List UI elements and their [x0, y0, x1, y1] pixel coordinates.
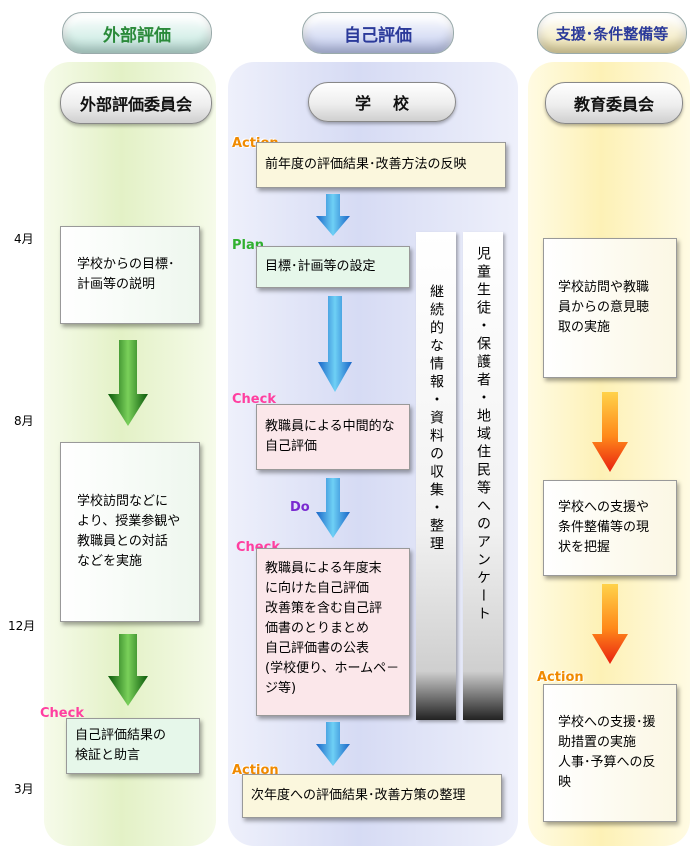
- external-box-verification-text: 自己評価結果の 検証と助言: [75, 728, 167, 763]
- org-school: 学校: [308, 82, 456, 122]
- vertical-panel-data-collection: [416, 232, 456, 720]
- header-support: 支援･条件整備等: [537, 12, 687, 54]
- month-august: 8月: [14, 414, 34, 428]
- blue-down-arrow: [316, 478, 350, 538]
- school-step-set-goals: 目標･計画等の設定: [256, 246, 410, 288]
- school-step-midterm-evaluation-text: 教職員による中間的な 自己評価: [265, 419, 395, 454]
- tag-check: Check: [232, 392, 276, 407]
- header-external-evaluation: 外部評価: [62, 12, 212, 54]
- board-box-assess-status-text: 学校への支援や 条件整備等の現 状を把握: [558, 500, 650, 555]
- green-down-arrow: [108, 634, 148, 706]
- board-box-assess-status: 学校への支援や 条件整備等の現 状を把握: [543, 480, 677, 576]
- month-december: 12月: [8, 619, 36, 633]
- tag-do: Do: [290, 500, 310, 515]
- external-box-verification: 自己評価結果の 検証と助言: [66, 718, 200, 774]
- vertical-text-survey: 児童生徒・保護者・地域住民等へのアンケート: [475, 246, 491, 624]
- school-step-midterm-evaluation: 教職員による中間的な 自己評価: [256, 404, 410, 470]
- blue-down-arrow: [318, 296, 352, 392]
- board-box-support-measures: 学校への支援･援 助措置の実施 人事･予算への反 映: [543, 684, 677, 822]
- org-external-committee: 外部評価委員会: [60, 82, 212, 124]
- vertical-text-data-collection: 継続的な情報・資料の収集・整理: [428, 284, 444, 554]
- orange-down-arrow: [592, 392, 628, 472]
- header-self-evaluation: 自己評価: [302, 12, 454, 54]
- tag-check: Check: [40, 706, 84, 721]
- school-step-organize-next-year: 次年度への評価結果･改善方策の整理: [242, 774, 502, 818]
- vertical-panel-survey: [463, 232, 503, 720]
- tag-action: Action: [537, 670, 584, 685]
- school-step-yearend-evaluation-text: 教職員による年度末 に向けた自己評価 改善策を含む自己評 価書のとりまとめ 自己…: [265, 561, 400, 696]
- external-box-explanation-text: 学校からの目標･ 計画等の説明: [77, 257, 175, 292]
- external-box-school-visit: 学校訪問などに より、授業参観や 教職員との対話 などを実施: [60, 442, 200, 622]
- blue-down-arrow: [316, 722, 350, 766]
- month-march: 3月: [14, 782, 34, 796]
- school-step-yearend-evaluation: 教職員による年度末 に向けた自己評価 改善策を含む自己評 価書のとりまとめ 自己…: [256, 548, 410, 716]
- external-box-explanation: 学校からの目標･ 計画等の説明: [60, 226, 200, 324]
- org-board-of-education: 教育委員会: [545, 82, 683, 124]
- blue-down-arrow: [316, 194, 350, 236]
- orange-down-arrow: [592, 584, 628, 664]
- board-box-school-visit: 学校訪問や教職 員からの意見聴 取の実施: [543, 238, 677, 378]
- board-box-support-measures-text: 学校への支援･援 助措置の実施 人事･予算への反 映: [558, 715, 656, 790]
- green-down-arrow: [108, 340, 148, 426]
- school-step-reflect-previous: 前年度の評価結果･改善方法の反映: [256, 142, 506, 188]
- external-box-school-visit-text: 学校訪問などに より、授業参観や 教職員との対話 などを実施: [77, 494, 181, 569]
- board-box-school-visit-text: 学校訪問や教職 員からの意見聴 取の実施: [558, 280, 650, 335]
- month-april: 4月: [14, 232, 34, 246]
